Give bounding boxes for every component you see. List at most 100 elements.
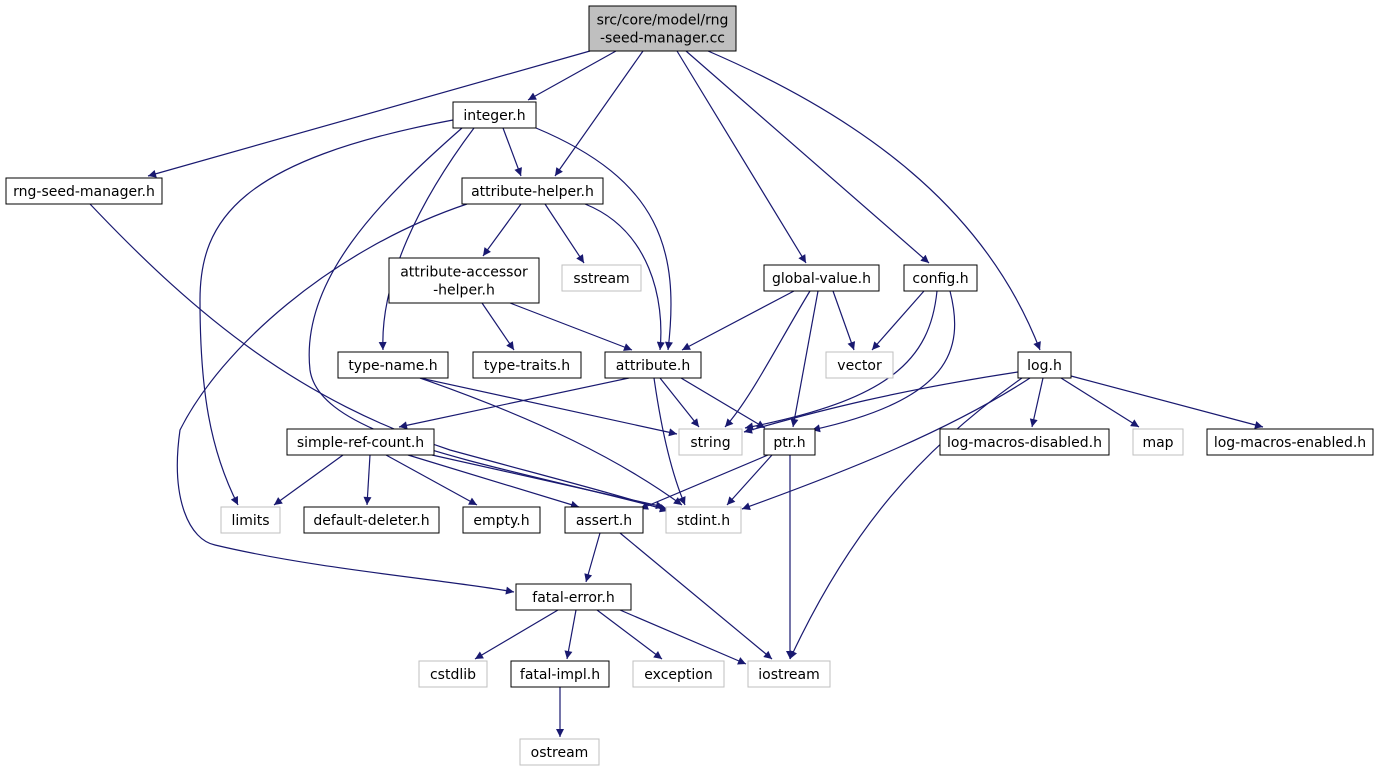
node-label: vector bbox=[837, 358, 882, 374]
node-ptr[interactable]: ptr.h bbox=[763, 428, 816, 456]
edge-type-name-to-stdint bbox=[419, 377, 683, 506]
edge-attribute-to-simple-ref-count bbox=[398, 377, 630, 430]
node-label: ostream bbox=[531, 745, 589, 761]
edge-log-to-map bbox=[1060, 377, 1140, 428]
node-config[interactable]: config.h bbox=[903, 264, 978, 292]
edge-integer-to-attribute-helper bbox=[502, 127, 522, 177]
edge-log-to-iostream bbox=[789, 377, 1023, 660]
node-log[interactable]: log.h bbox=[1017, 351, 1072, 379]
edge-log-to-stdint bbox=[741, 377, 1031, 511]
node-label: map bbox=[1142, 435, 1173, 451]
node-label: sstream bbox=[573, 271, 629, 287]
node-label: attribute.h bbox=[616, 358, 690, 374]
node-label: type-traits.h bbox=[484, 358, 570, 374]
node-box bbox=[303, 506, 440, 534]
node-box bbox=[461, 177, 604, 205]
edge-global-value-to-vector bbox=[832, 290, 856, 351]
node-empty[interactable]: empty.h bbox=[462, 506, 541, 534]
node-box bbox=[1206, 428, 1374, 456]
node-assert[interactable]: assert.h bbox=[564, 506, 644, 534]
node-box bbox=[903, 264, 978, 292]
node-box bbox=[747, 660, 831, 688]
node-label: limits bbox=[231, 513, 269, 529]
node-attribute-accessor-helper[interactable]: attribute-accessor-helper.h bbox=[388, 257, 540, 304]
node-box bbox=[452, 101, 537, 129]
node-integer[interactable]: integer.h bbox=[452, 101, 537, 129]
node-label: -seed-manager.cc bbox=[600, 31, 725, 47]
node-string[interactable]: string bbox=[678, 428, 743, 456]
node-label: fatal-impl.h bbox=[520, 667, 600, 683]
edge-config-to-ptr bbox=[811, 290, 956, 433]
node-cstdlib[interactable]: cstdlib bbox=[418, 660, 488, 688]
node-box bbox=[632, 660, 725, 688]
node-label: stdint.h bbox=[677, 513, 730, 529]
edge-global-value-to-ptr bbox=[790, 290, 819, 428]
node-ostream[interactable]: ostream bbox=[519, 738, 600, 766]
node-box bbox=[939, 428, 1110, 456]
node-box bbox=[564, 506, 644, 534]
node-label: empty.h bbox=[473, 513, 529, 529]
node-label: fatal-error.h bbox=[532, 590, 614, 606]
node-global-value[interactable]: global-value.h bbox=[763, 264, 880, 292]
node-iostream[interactable]: iostream bbox=[747, 660, 831, 688]
node-box bbox=[1017, 351, 1072, 379]
node-log-macros-disabled[interactable]: log-macros-disabled.h bbox=[939, 428, 1110, 456]
node-vector[interactable]: vector bbox=[825, 351, 894, 379]
edge-assert-to-iostream bbox=[619, 532, 773, 660]
node-rng-seed-manager[interactable]: rng-seed-manager.h bbox=[5, 177, 163, 205]
node-label: exception bbox=[644, 667, 712, 683]
edge-simple-ref-count-to-default-deleter bbox=[363, 454, 372, 506]
node-label: rng-seed-manager.h bbox=[13, 184, 155, 200]
node-box bbox=[561, 264, 642, 292]
node-box bbox=[337, 351, 449, 379]
edge-attribute-helper-to-fatal-error bbox=[176, 203, 515, 595]
node-default-deleter[interactable]: default-deleter.h bbox=[303, 506, 440, 534]
node-attribute[interactable]: attribute.h bbox=[604, 351, 702, 379]
node-limits[interactable]: limits bbox=[220, 506, 281, 534]
node-label: integer.h bbox=[463, 108, 525, 124]
node-map[interactable]: map bbox=[1132, 428, 1184, 456]
edge-attribute-accessor-helper-to-attribute bbox=[509, 302, 633, 351]
node-label: assert.h bbox=[576, 513, 632, 529]
node-label: -helper.h bbox=[433, 283, 495, 299]
node-box bbox=[825, 351, 894, 379]
edge-fatal-error-to-fatal-impl bbox=[564, 609, 577, 660]
node-log-macros-enabled[interactable]: log-macros-enabled.h bbox=[1206, 428, 1374, 456]
node-simple-ref-count[interactable]: simple-ref-count.h bbox=[286, 428, 435, 456]
edge-root-to-log bbox=[707, 50, 1041, 351]
node-stdint[interactable]: stdint.h bbox=[665, 506, 742, 534]
node-sstream[interactable]: sstream bbox=[561, 264, 642, 292]
node-exception[interactable]: exception bbox=[632, 660, 725, 688]
edge-simple-ref-count-to-empty bbox=[385, 454, 478, 506]
node-box bbox=[472, 351, 582, 379]
node-box bbox=[418, 660, 488, 688]
node-attribute-helper[interactable]: attribute-helper.h bbox=[461, 177, 604, 205]
nodes-layer: src/core/model/rng -seed-manager.cc intege… bbox=[5, 5, 1374, 766]
edge-root-to-global-value bbox=[676, 50, 807, 264]
node-box bbox=[220, 506, 281, 534]
node-type-traits[interactable]: type-traits.h bbox=[472, 351, 582, 379]
edge-integer-to-attribute bbox=[535, 127, 673, 351]
edge-log-to-log-macros-enabled bbox=[1070, 375, 1264, 429]
edge-fatal-error-to-exception bbox=[596, 609, 663, 660]
node-root[interactable]: src/core/model/rng -seed-manager.cc bbox=[588, 5, 737, 52]
node-label: simple-ref-count.h bbox=[297, 435, 424, 451]
edge-attribute-helper-to-sstream bbox=[544, 203, 585, 264]
edge-type-name-to-string bbox=[419, 377, 678, 437]
node-fatal-impl[interactable]: fatal-impl.h bbox=[510, 660, 610, 688]
node-type-name[interactable]: type-name.h bbox=[337, 351, 449, 379]
edge-attribute-to-ptr bbox=[680, 377, 766, 429]
node-box bbox=[515, 583, 632, 611]
node-box bbox=[665, 506, 742, 534]
edge-global-value-to-string bbox=[724, 290, 811, 428]
node-label: config.h bbox=[912, 271, 968, 287]
edge-config-to-vector bbox=[871, 290, 925, 351]
node-label: log-macros-disabled.h bbox=[947, 435, 1102, 451]
node-label: src/core/model/rng bbox=[597, 13, 729, 29]
node-fatal-error[interactable]: fatal-error.h bbox=[515, 583, 632, 611]
node-label: ptr.h bbox=[773, 435, 805, 451]
edge-integer-to-type-name bbox=[378, 127, 475, 351]
edge-attribute-to-stdint bbox=[653, 377, 686, 506]
edge-root-to-attribute-helper bbox=[554, 50, 644, 177]
